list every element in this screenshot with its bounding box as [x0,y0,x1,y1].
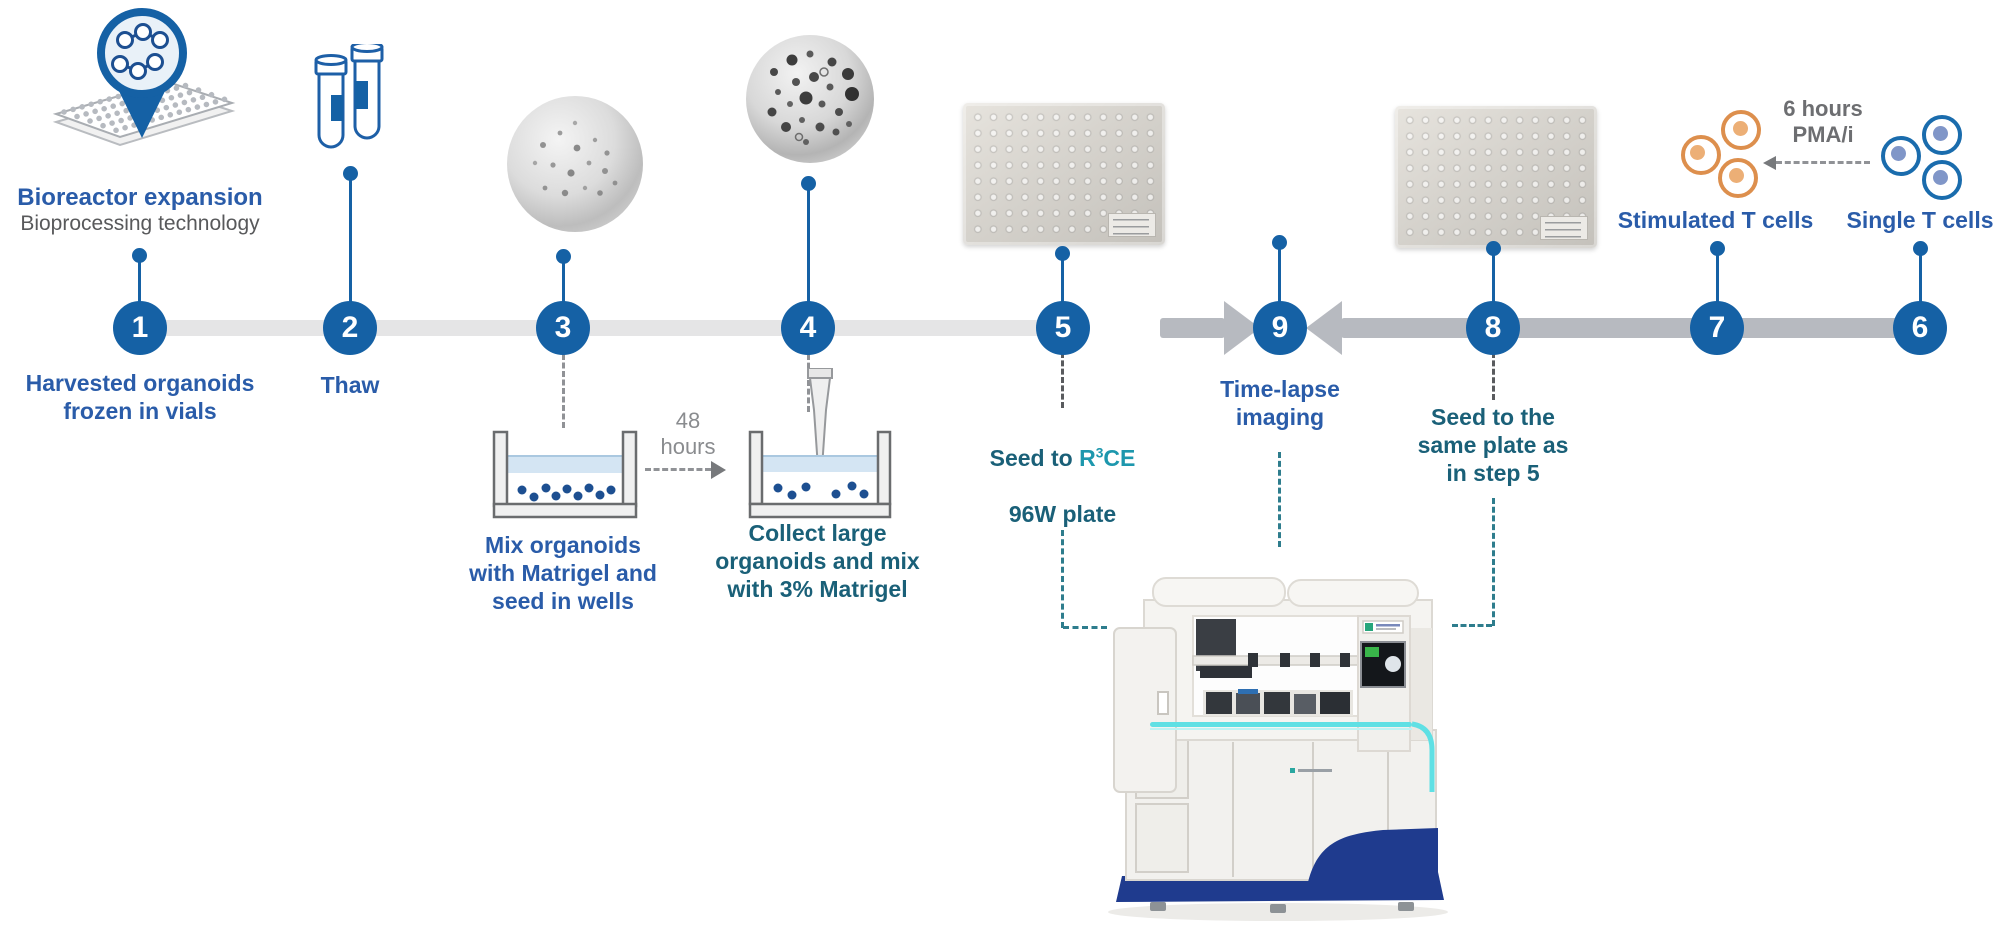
step5-node-dot [1055,246,1070,261]
step6-node-dot [1913,241,1928,256]
step4-stem [807,189,810,303]
orange-t-cells-icon [1675,105,1770,200]
timeline-bar-segment [566,320,816,336]
step6-stem [1919,254,1922,303]
step6-circle: 6 [1893,301,1947,355]
step2-node-dot [343,166,358,181]
step4-circle: 4 [781,301,835,355]
step9-instrument-connector [1278,452,1281,547]
timeline-bar-segment [812,320,1065,336]
plate-barcode-label [1108,213,1156,237]
plate-barcode-label [1540,216,1588,240]
well-cross-section-icon [492,430,638,519]
step9-circle: 9 [1253,301,1307,355]
96-well-plate-photo [963,103,1165,245]
page-title: Bioreactor expansion [17,184,263,211]
arrow-head-left-icon [1306,301,1342,355]
step1-stem [138,261,141,303]
timeline-bar-dark-segment [1719,318,1920,338]
step5-label-line2: 96W plate [1008,501,1117,528]
organoid-sphere-photo [746,35,874,163]
step5-circle: 5 [1036,301,1090,355]
stimulation-arrow [1776,161,1870,164]
step9-label: Time-lapse imaging [1220,376,1340,431]
step8-node-dot [1486,241,1501,256]
step7-node-dot [1710,241,1725,256]
step8-instrument-connector-h [1452,624,1492,627]
step2-circle: 2 [323,301,377,355]
automated-imager-photo [1108,577,1448,921]
step1-circle: 1 [113,301,167,355]
step4-dashed-connector [807,354,810,412]
step3-circle: 3 [536,301,590,355]
step5-label: Seed to R3CE 96W plate [950,416,1175,556]
step5-dashed-connector [1061,352,1064,408]
step4-label: Collect large organoids and mix with 3% … [715,520,920,603]
step7-label: Stimulated T cells [1617,207,1814,233]
step1-node-dot [132,248,147,263]
step7-circle: 7 [1690,301,1744,355]
timeline-bar-dark-segment [1496,318,1722,338]
stimulation-label: 6 hours PMA/i [1783,96,1863,148]
step8-instrument-connector-v [1492,498,1495,626]
96-well-plate-photo [1395,106,1597,248]
timeline-bar-segment [353,320,571,336]
step2-label: Thaw [320,372,380,398]
blue-t-cells-icon [1878,105,1973,200]
timeline-bar-segment [140,320,358,336]
step8-label: Seed to the same plate as in step 5 [1417,404,1569,487]
step2-stem [349,179,352,303]
step5-instrument-connector-v [1061,530,1064,628]
stimulation-arrow-head-icon [1763,156,1776,170]
step3-stem [562,262,565,303]
step4-node-dot [801,176,816,191]
wellplate-pin-icon [52,8,236,147]
cryovials-icon [314,44,384,149]
step5-label-line1: Seed to R3CE [989,445,1136,472]
well-with-pipette-icon [748,368,892,519]
step9-node-dot [1272,235,1287,250]
arrow-body-left [1160,318,1225,338]
step9-stem [1278,248,1281,303]
organoid-sphere-photo [507,96,643,232]
step1-label: Harvested organoids frozen in vials [25,370,255,425]
step6-label: Single T cells [1846,207,1994,233]
page-subtitle: Bioprocessing technology [20,212,260,235]
step5-instrument-connector-h [1063,626,1107,629]
step3-label: Mix organoids with Matrigel and seed in … [469,532,657,615]
step3-dashed-connector [562,354,565,428]
step7-stem [1716,254,1719,303]
step8-dashed-connector [1492,352,1495,400]
step3-node-dot [556,249,571,264]
step8-stem [1492,254,1495,303]
step5-stem [1061,259,1064,303]
step8-circle: 8 [1466,301,1520,355]
timeline-bar-dark-segment [1341,318,1498,338]
incubation-time-label: 48 hours [660,408,716,460]
incubation-arrow [645,468,711,471]
incubation-arrow-head-icon [711,461,726,479]
